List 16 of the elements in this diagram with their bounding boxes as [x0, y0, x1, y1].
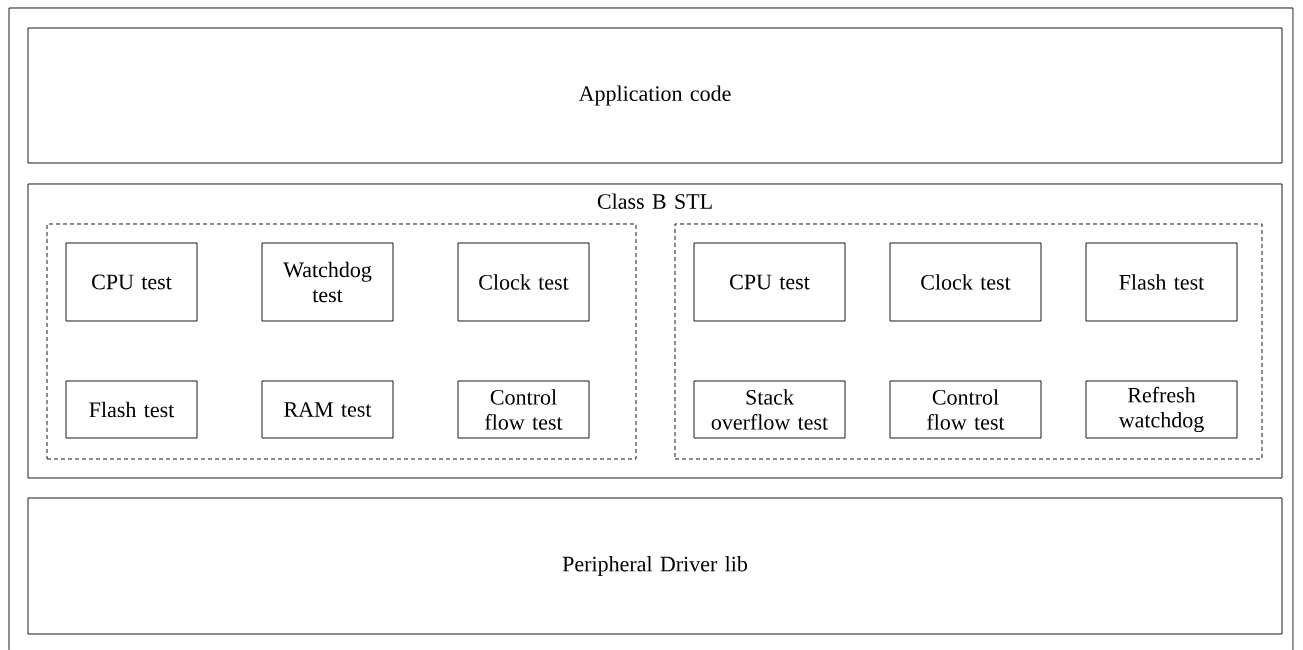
test-box: Clock test — [889, 242, 1042, 322]
layer-box: Application code — [27, 27, 1283, 164]
dashed-group-box — [674, 223, 1263, 460]
test-box: Watchdog test — [261, 242, 394, 322]
test-box: RAM test — [261, 380, 394, 439]
test-box: Flash test — [1085, 242, 1238, 322]
test-box: Control flow test — [457, 380, 590, 439]
layer-box: Peripheral Driver lib — [27, 497, 1283, 635]
test-box: Clock test — [457, 242, 590, 322]
test-box: CPU test — [65, 242, 198, 322]
test-box: Flash test — [65, 380, 198, 439]
test-box: Stack overflow test — [693, 380, 846, 439]
test-box: Refresh watchdog — [1085, 380, 1238, 439]
test-box: Control flow test — [889, 380, 1042, 439]
dashed-group-box — [46, 223, 637, 460]
test-box: CPU test — [693, 242, 846, 322]
